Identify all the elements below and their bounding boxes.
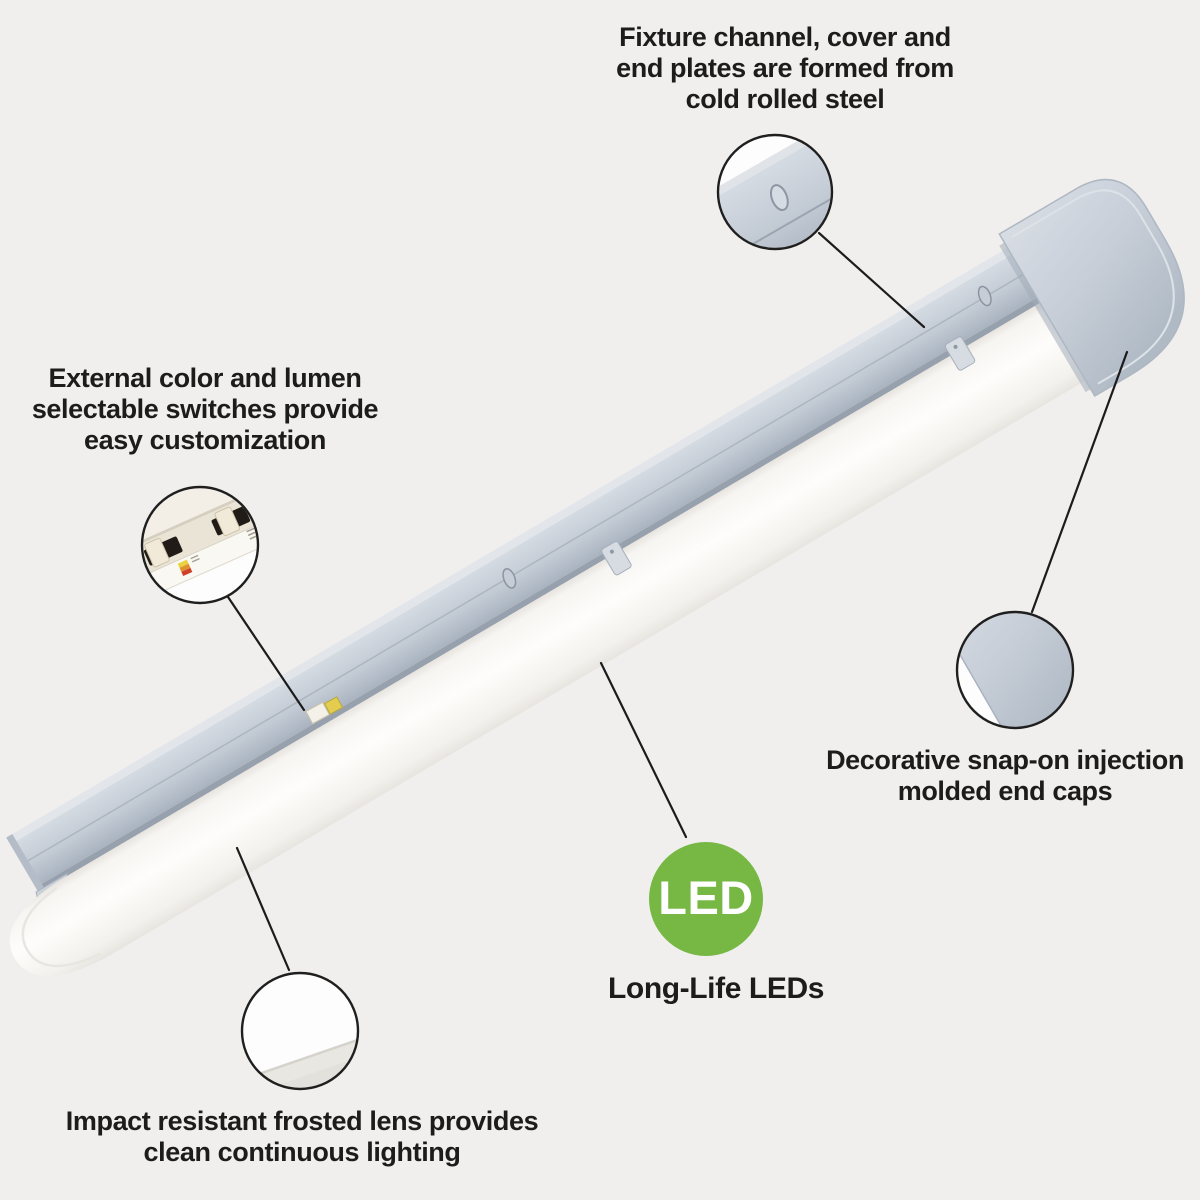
caption-switches: External color and lumen selectable swit…	[5, 363, 405, 456]
caption-endcaps-line1: Decorative snap-on injection	[826, 745, 1184, 775]
leader-line-steel	[817, 231, 926, 329]
channel-lip	[35, 293, 1047, 893]
latch-clip	[944, 336, 976, 371]
leader-line-led	[599, 661, 688, 839]
channel-left-edge	[6, 834, 45, 893]
latch-clip	[601, 541, 632, 576]
mounting-slot	[769, 184, 789, 211]
caption-lens-line2: clean continuous lighting	[143, 1137, 461, 1167]
channel-seam	[26, 271, 1028, 862]
end-cap-contour	[1011, 189, 1175, 385]
fixture-end-cap	[998, 178, 1185, 398]
lens-end-seam	[21, 886, 101, 968]
cct-color-chips	[177, 559, 193, 577]
caption-steel: Fixture channel, cover and end plates ar…	[535, 22, 1035, 115]
caption-switches-line1: External color and lumen	[48, 363, 362, 393]
caption-steel-line3: cold rolled steel	[685, 84, 885, 114]
fixture-channel	[10, 250, 1044, 888]
caption-lens: Impact resistant frosted lens provides c…	[27, 1106, 577, 1168]
mounting-slot	[502, 568, 517, 589]
caption-lens-line1: Impact resistant frosted lens provides	[65, 1106, 539, 1136]
caption-steel-line2: end plates are formed from	[616, 53, 954, 83]
lumen-switch-knob	[214, 506, 240, 537]
selector-switch-labels	[305, 696, 344, 725]
fixture-channel-top-highlight	[6, 243, 1019, 845]
caption-steel-line1: Fixture channel, cover and	[619, 22, 951, 52]
cct-switch-knob	[144, 537, 170, 568]
leader-line-lens	[235, 846, 291, 972]
led-strip-fixture	[6, 178, 1185, 976]
led-badge: LED	[649, 842, 763, 956]
callout-steel-detail	[719, 136, 831, 248]
led-badge-text: LED	[658, 870, 754, 924]
leader-line-switches	[226, 595, 306, 712]
leader-line-endcaps	[1030, 350, 1129, 614]
caption-led: Long-Life LEDs	[607, 972, 825, 1005]
caption-endcaps: Decorative snap-on injection molded end …	[805, 745, 1200, 807]
callout-switches-detail	[143, 488, 257, 602]
caption-switches-line2: selectable switches provide	[31, 394, 379, 424]
fixture-lens	[9, 300, 1090, 976]
caption-endcaps-line2: molded end caps	[897, 776, 1113, 806]
caption-switches-line3: easy customization	[84, 425, 326, 455]
mounting-slot	[977, 285, 992, 307]
